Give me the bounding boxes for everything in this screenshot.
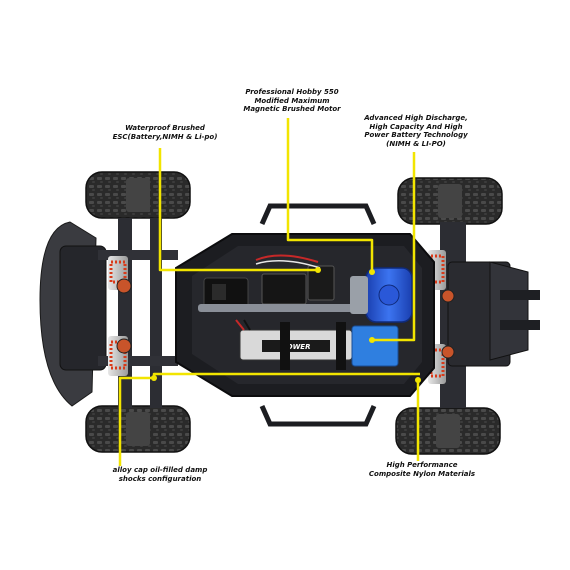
callout-nylon: High Performance Composite Nylon Materia… xyxy=(368,461,476,478)
line-motor xyxy=(286,118,374,272)
dot-shocks xyxy=(151,375,157,381)
rear-suspension xyxy=(440,222,540,408)
nerf-bar-top xyxy=(259,203,377,226)
dot-motor xyxy=(369,269,375,275)
callout-dots xyxy=(151,267,421,383)
tire-front-left xyxy=(85,171,191,219)
esc-module xyxy=(255,254,335,305)
dot-nylon xyxy=(415,377,421,383)
rear-hub-bottom xyxy=(441,345,455,359)
rear-hub-top xyxy=(441,289,455,303)
nerf-bar-bottom xyxy=(259,404,377,427)
battery-pack: POWER xyxy=(235,319,399,367)
tire-front-right xyxy=(397,177,503,225)
battery-strap-left xyxy=(280,322,290,370)
battery-brand-label: POWER xyxy=(282,343,311,351)
tire-rear-right xyxy=(395,407,501,455)
callout-esc: Waterproof Brushed ESC(Battery,NIMH & Li… xyxy=(112,124,218,141)
callout-motor: Professional Hobby 550 Modified Maximum … xyxy=(243,88,341,113)
motor-550 xyxy=(350,267,413,323)
dot-esc xyxy=(315,267,321,273)
front-hub-top xyxy=(116,278,132,294)
center-drive-shaft xyxy=(198,304,366,312)
callout-shocks: alloy cap oil-filled damp shocks configu… xyxy=(112,466,208,483)
tire-rear-left xyxy=(85,405,191,453)
callout-battery: Advanced High Discharge, High Capacity A… xyxy=(364,114,468,148)
dot-battery xyxy=(369,337,375,343)
battery-strap-right xyxy=(336,322,346,370)
front-hub-bottom xyxy=(116,338,132,354)
line-battery xyxy=(372,152,416,342)
line-esc xyxy=(158,148,318,272)
